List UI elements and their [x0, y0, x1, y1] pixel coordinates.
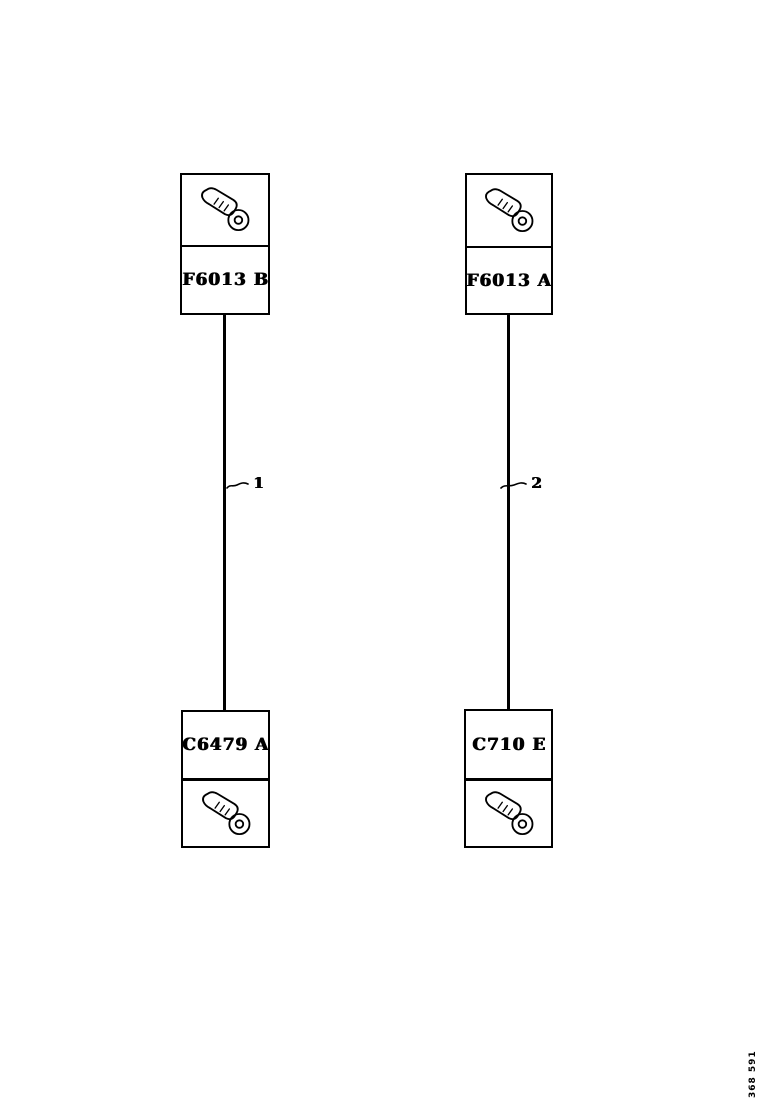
- connector-label: C6479 A: [183, 735, 268, 755]
- wire-number-label: 2: [531, 474, 542, 492]
- ring-terminal-icon: [484, 790, 533, 835]
- connector-label: F6013 B: [182, 270, 268, 290]
- leader-line: [500, 482, 527, 489]
- wire-2-callout: 2: [500, 474, 541, 492]
- ring-terminal-icon: [485, 187, 534, 232]
- connector-box-bottom-right: C710 E: [464, 709, 553, 848]
- leader-line: [226, 482, 249, 489]
- ring-terminal-icon: [201, 790, 250, 835]
- wire-1-line: [223, 315, 226, 710]
- connector-label-cell: C710 E: [466, 711, 551, 778]
- connector-icon-cell: [466, 778, 551, 846]
- connector-box-top-left: F6013 B: [180, 173, 270, 315]
- connector-box-bottom-left: C6479 A: [181, 710, 270, 848]
- connector-label-cell: C6479 A: [183, 712, 268, 778]
- connector-icon-cell: [182, 175, 268, 245]
- connector-icon-cell: [183, 778, 268, 846]
- wire-number-label: 1: [253, 474, 264, 492]
- connector-icon-cell: [467, 175, 551, 246]
- ring-terminal-icon: [201, 187, 250, 232]
- connector-label-cell: F6013 B: [182, 245, 268, 313]
- sheet-number: 368 591: [748, 1050, 758, 1098]
- connector-label: F6013 A: [467, 270, 551, 291]
- connector-box-top-right: F6013 A: [465, 173, 553, 315]
- connector-label-cell: F6013 A: [467, 246, 551, 313]
- wire-2-line: [507, 315, 510, 709]
- connector-label: C710 E: [471, 734, 546, 755]
- wire-1-callout: 1: [226, 474, 263, 492]
